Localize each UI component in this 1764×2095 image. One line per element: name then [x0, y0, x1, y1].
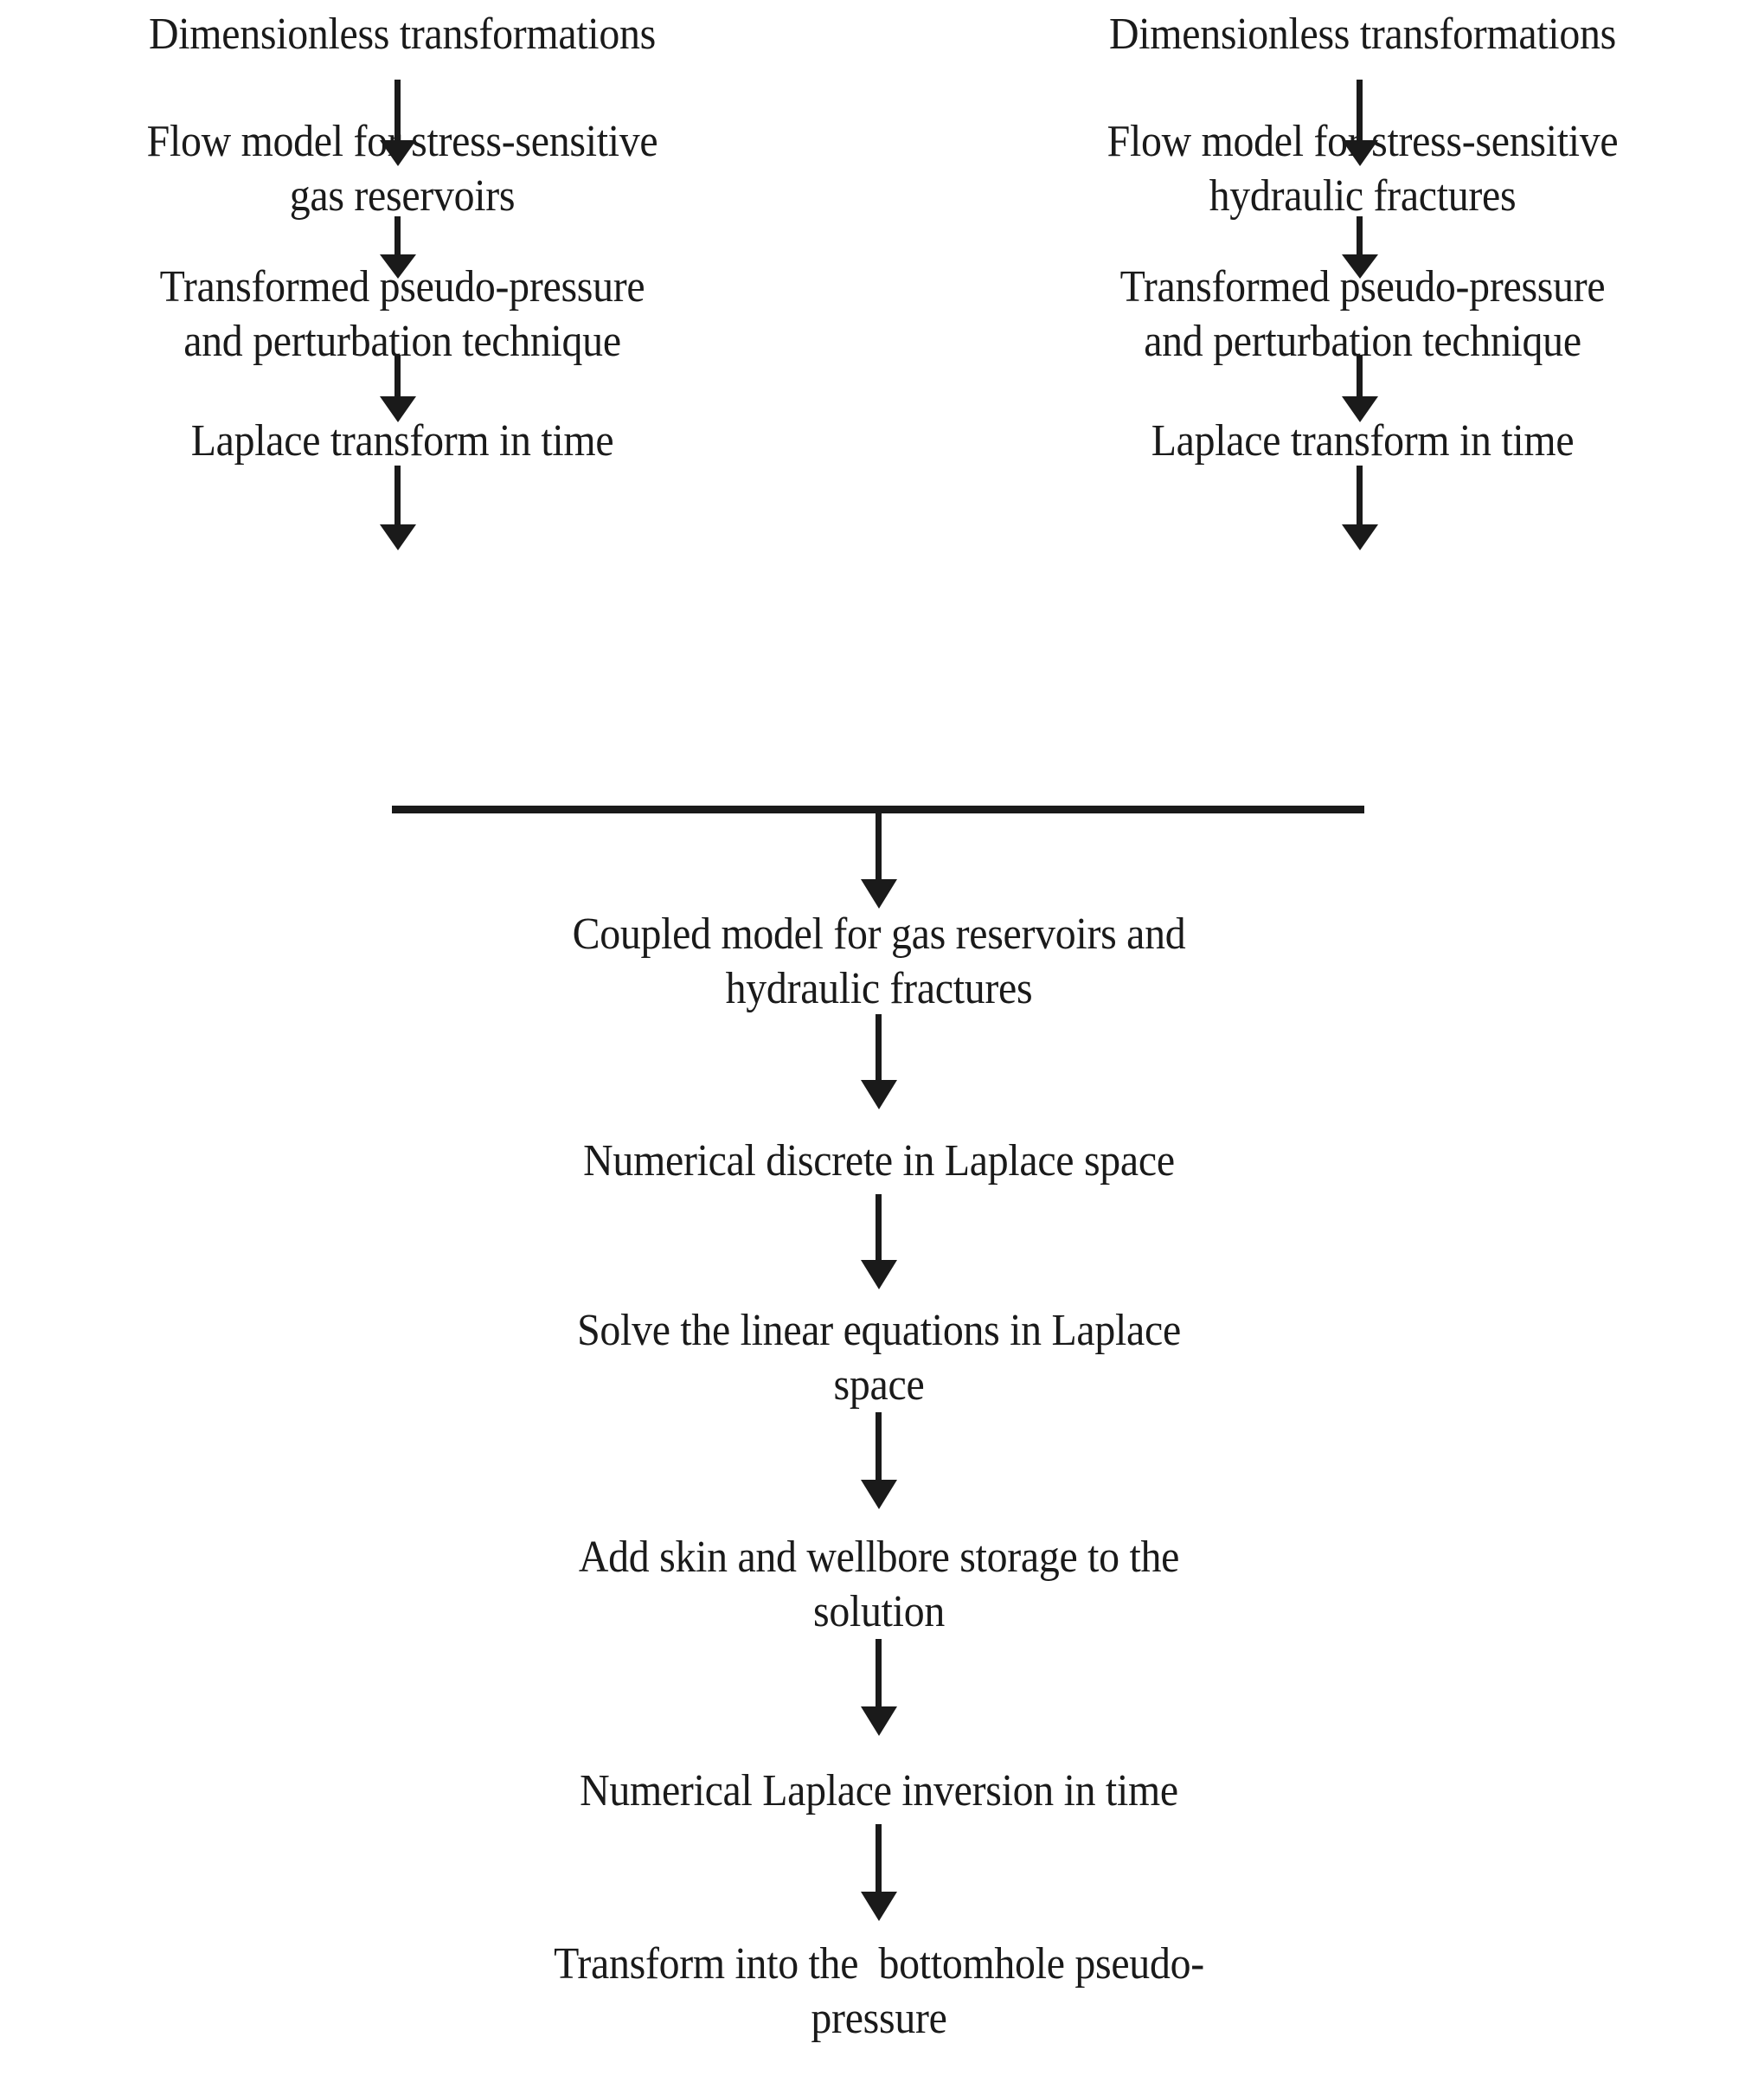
arrow-center-2 — [859, 1014, 899, 1109]
arrow-center-3 — [859, 1194, 899, 1289]
node-laplace-inversion: Numerical Laplace inversion in time — [580, 1766, 1178, 1815]
node-solve-linear: Solve the linear equations in Laplace sp… — [577, 1306, 1181, 1411]
arrow-center-5 — [859, 1639, 899, 1736]
node-right-pseudo-pressure: Transformed pseudo-pressure and perturba… — [1119, 262, 1606, 367]
arrow-right-4 — [1340, 466, 1380, 550]
arrow-right-1 — [1340, 80, 1380, 166]
node-right-dimensionless: Dimensionless transformations — [1109, 10, 1616, 59]
node-left-pseudo-pressure: Transformed pseudo-pressure and perturba… — [159, 262, 645, 367]
arrow-center-6 — [859, 1824, 899, 1921]
node-bottomhole-pseudo-pressure: Transform into the bottomhole pseudo- pr… — [554, 1939, 1204, 2044]
arrow-right-3 — [1340, 355, 1380, 422]
merge-junction-bar — [392, 806, 1364, 813]
arrow-left-2 — [378, 216, 418, 279]
arrow-left-1 — [378, 80, 418, 166]
node-add-skin: Add skin and wellbore storage to the sol… — [578, 1533, 1180, 1637]
arrow-center-4 — [859, 1412, 899, 1509]
node-numerical-discrete: Numerical discrete in Laplace space — [583, 1136, 1175, 1186]
arrow-left-4 — [378, 466, 418, 550]
node-left-flow-model: Flow model for stress-sensitive gas rese… — [146, 117, 658, 222]
arrow-center-1 — [859, 813, 899, 909]
node-left-laplace: Laplace transform in time — [190, 416, 614, 466]
node-coupled-model: Coupled model for gas reservoirs and hyd… — [572, 909, 1186, 1014]
arrow-right-2 — [1340, 216, 1380, 279]
node-right-flow-model: Flow model for stress-sensitive hydrauli… — [1107, 117, 1619, 222]
node-right-laplace: Laplace transform in time — [1151, 416, 1575, 466]
arrow-left-3 — [378, 355, 418, 422]
node-left-dimensionless: Dimensionless transformations — [149, 10, 656, 59]
